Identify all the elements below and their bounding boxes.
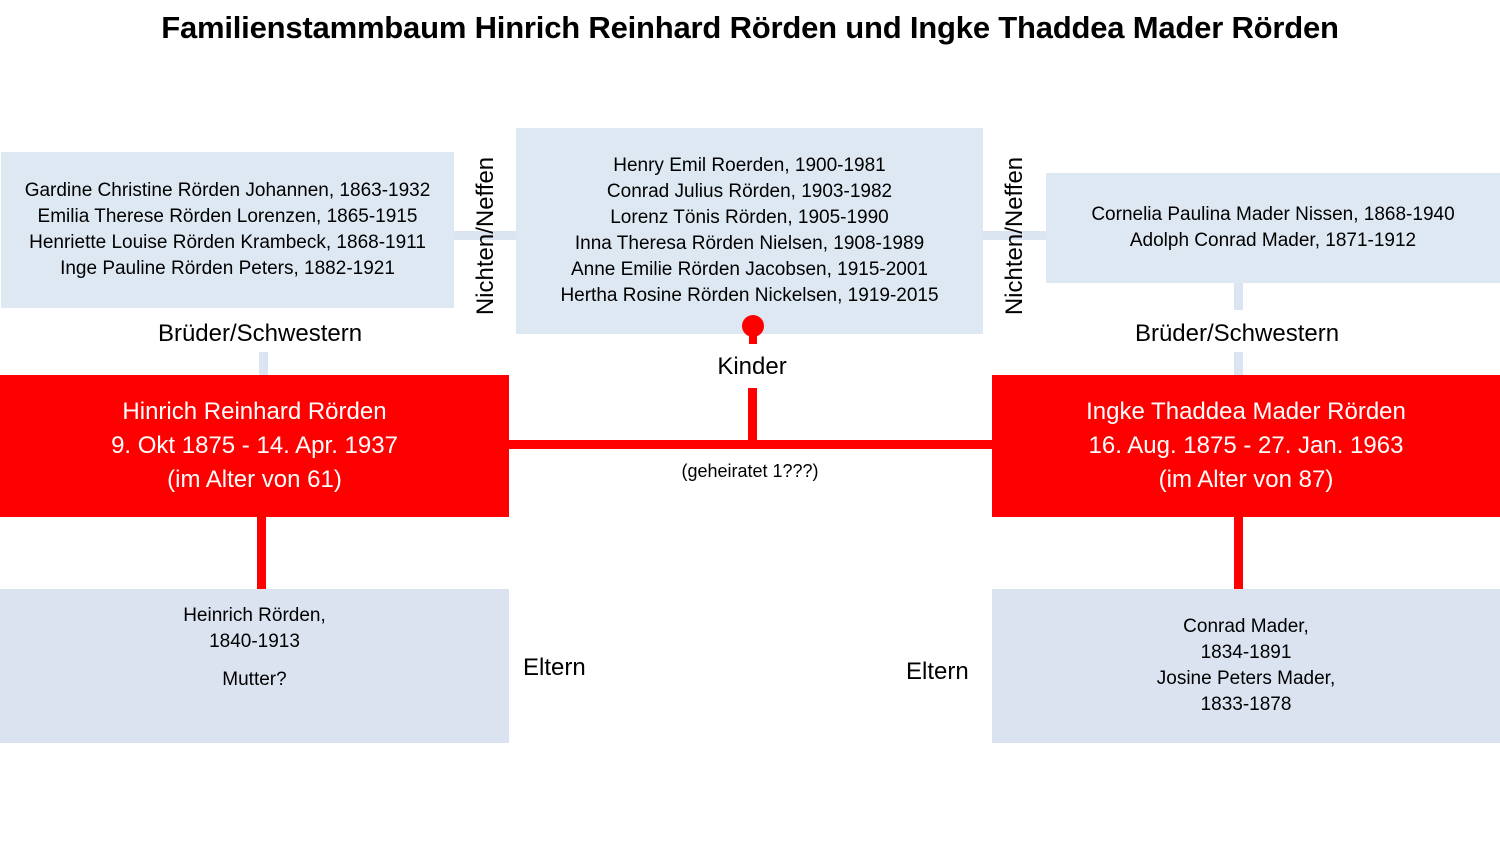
connector-left-siblings-stem [259,352,268,375]
husband-dates: 9. Okt 1875 - 14. Apr. 1937 [111,432,398,459]
children-pin-dot [742,315,764,337]
list-item: Conrad Julius Rörden, 1903-1982 [606,181,893,202]
husband-father-dates: 1840-1913 [209,631,300,652]
married-label: (geheiratet 1???) [681,461,819,481]
wife-parents-connector [1234,517,1243,589]
husband-age: (im Alter von 61) [167,466,342,493]
wife-mother-name: Josine Peters Mader, [1156,668,1336,689]
wife-father-name: Conrad Mader, [1183,616,1309,637]
list-item: Inge Pauline Rörden Peters, 1882-1921 [60,258,395,279]
list-item: Lorenz Tönis Rörden, 1905-1990 [610,207,889,228]
list-item: Inna Theresa Rörden Nielsen, 1908-1989 [574,233,925,254]
husband-box: Hinrich Reinhard Rörden 9. Okt 1875 - 14… [0,375,509,517]
husband-mother: Mutter? [222,669,287,690]
list-item: Adolph Conrad Mader, 1871-1912 [1129,230,1417,251]
wife-mother-dates: 1833-1878 [1200,694,1292,715]
wife-name: Ingke Thaddea Mader Rörden [1086,398,1406,425]
nieces-nephews-label-right: Nichten/Neffen [1001,156,1028,316]
siblings-label-left: Brüder/Schwestern [157,320,363,347]
list-item: Henriette Louise Rörden Krambeck, 1868-1… [29,232,426,253]
husband-father-name: Heinrich Rörden, [183,605,326,626]
husband-parents-box: Heinrich Rörden, 1840-1913 Mutter? [0,589,509,743]
husband-parents-connector [257,517,266,589]
page-title: Familienstammbaum Hinrich Reinhard Rörde… [161,10,1339,45]
children-connector [748,388,757,444]
wife-father-dates: 1834-1891 [1200,642,1292,663]
list-item: Cornelia Paulina Mader Nissen, 1868-1940 [1091,204,1455,225]
children-box: Henry Emil Roerden, 1900-1981 Conrad Jul… [516,128,983,334]
nieces-nephews-label-left: Nichten/Neffen [472,156,499,316]
list-item: Hertha Rosine Rörden Nickelsen, 1919-201… [560,285,939,306]
list-item: Anne Emilie Rörden Jacobsen, 1915-2001 [570,259,928,280]
connector-right-siblings-stem-top [1234,283,1243,310]
right-siblings-box: Cornelia Paulina Mader Nissen, 1868-1940… [1046,173,1500,283]
parents-label-left: Eltern [523,654,586,681]
marriage-line [509,440,992,449]
connector-right-siblings-stem-bottom [1234,352,1243,375]
list-item: Gardine Christine Rörden Johannen, 1863-… [24,180,431,201]
parents-label-right: Eltern [906,658,969,685]
left-siblings-box: Gardine Christine Rörden Johannen, 1863-… [1,152,454,308]
list-item: Emilia Therese Rörden Lorenzen, 1865-191… [37,206,418,227]
children-label: Kinder [717,353,787,380]
wife-parents-box: Conrad Mader, 1834-1891 Josine Peters Ma… [992,589,1500,743]
siblings-label-right: Brüder/Schwestern [1134,320,1340,347]
list-item: Henry Emil Roerden, 1900-1981 [613,155,886,176]
wife-box: Ingke Thaddea Mader Rörden 16. Aug. 1875… [992,375,1500,517]
connector-left-siblings-to-nieces [454,231,516,240]
connector-nieces-to-right-siblings [983,231,1046,240]
wife-age: (im Alter von 87) [1158,466,1334,493]
husband-name: Hinrich Reinhard Rörden [122,398,387,425]
wife-dates: 16. Aug. 1875 - 27. Jan. 1963 [1088,432,1404,459]
